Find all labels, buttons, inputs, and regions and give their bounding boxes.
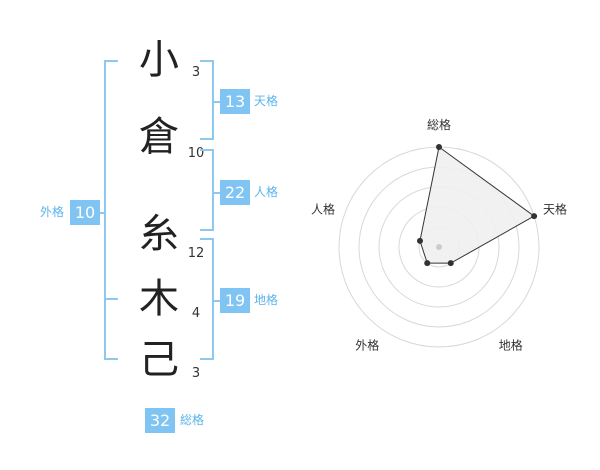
soukaku-label: 総格 [180,413,205,427]
radar-point-4 [416,237,423,244]
radar-point-2 [447,260,454,267]
tenkaku-bracket-connector [213,101,220,103]
name-char-2: 倉 [139,114,179,160]
tenkaku-value-badge: 13 [220,89,250,114]
stroke-count-4: 4 [191,306,201,321]
jinkaku-value-badge: 22 [220,180,250,205]
jinkaku-bracket [200,149,214,231]
stroke-count-3: 12 [187,246,205,261]
gaikaku-bracket-connector [98,212,105,214]
radar-point-1 [531,213,538,220]
radar-area [419,146,536,264]
name-char-1: 小 [139,37,179,83]
gaikaku-bracket-tick [104,298,118,300]
tenkaku-label: 天格 [254,94,279,108]
name-char-4: 木 [139,276,179,322]
tenkaku-bracket [200,60,214,140]
chikaku-bracket-connector [213,300,220,302]
chikaku-value-badge: 19 [220,288,250,313]
radar-points [416,144,538,267]
radar-point-3 [424,260,431,267]
radar-axis-label-0: 総格 [427,117,451,132]
radar-axis-label-1: 天格 [543,201,567,216]
soukaku-value-badge: 32 [145,408,175,433]
radar-axis-label-4: 人格 [311,201,335,216]
gaikaku-bracket [104,60,118,360]
gaikaku-label: 外格 [40,205,65,219]
name-char-5: 己 [139,337,179,383]
jinkaku-bracket-connector [213,192,220,194]
chikaku-bracket [200,238,214,360]
radar-center-dot [436,244,442,250]
chikaku-label: 地格 [254,293,279,307]
stroke-count-5: 3 [191,366,201,381]
gaikaku-value-badge: 10 [70,200,100,225]
jinkaku-label: 人格 [254,185,279,199]
radar-axis-label-2: 地格 [499,338,523,353]
radar-point-0 [436,144,442,150]
stroke-count-1: 3 [191,65,201,80]
name-char-3: 糸 [139,211,179,257]
radar-axis-label-3: 外格 [355,338,379,353]
